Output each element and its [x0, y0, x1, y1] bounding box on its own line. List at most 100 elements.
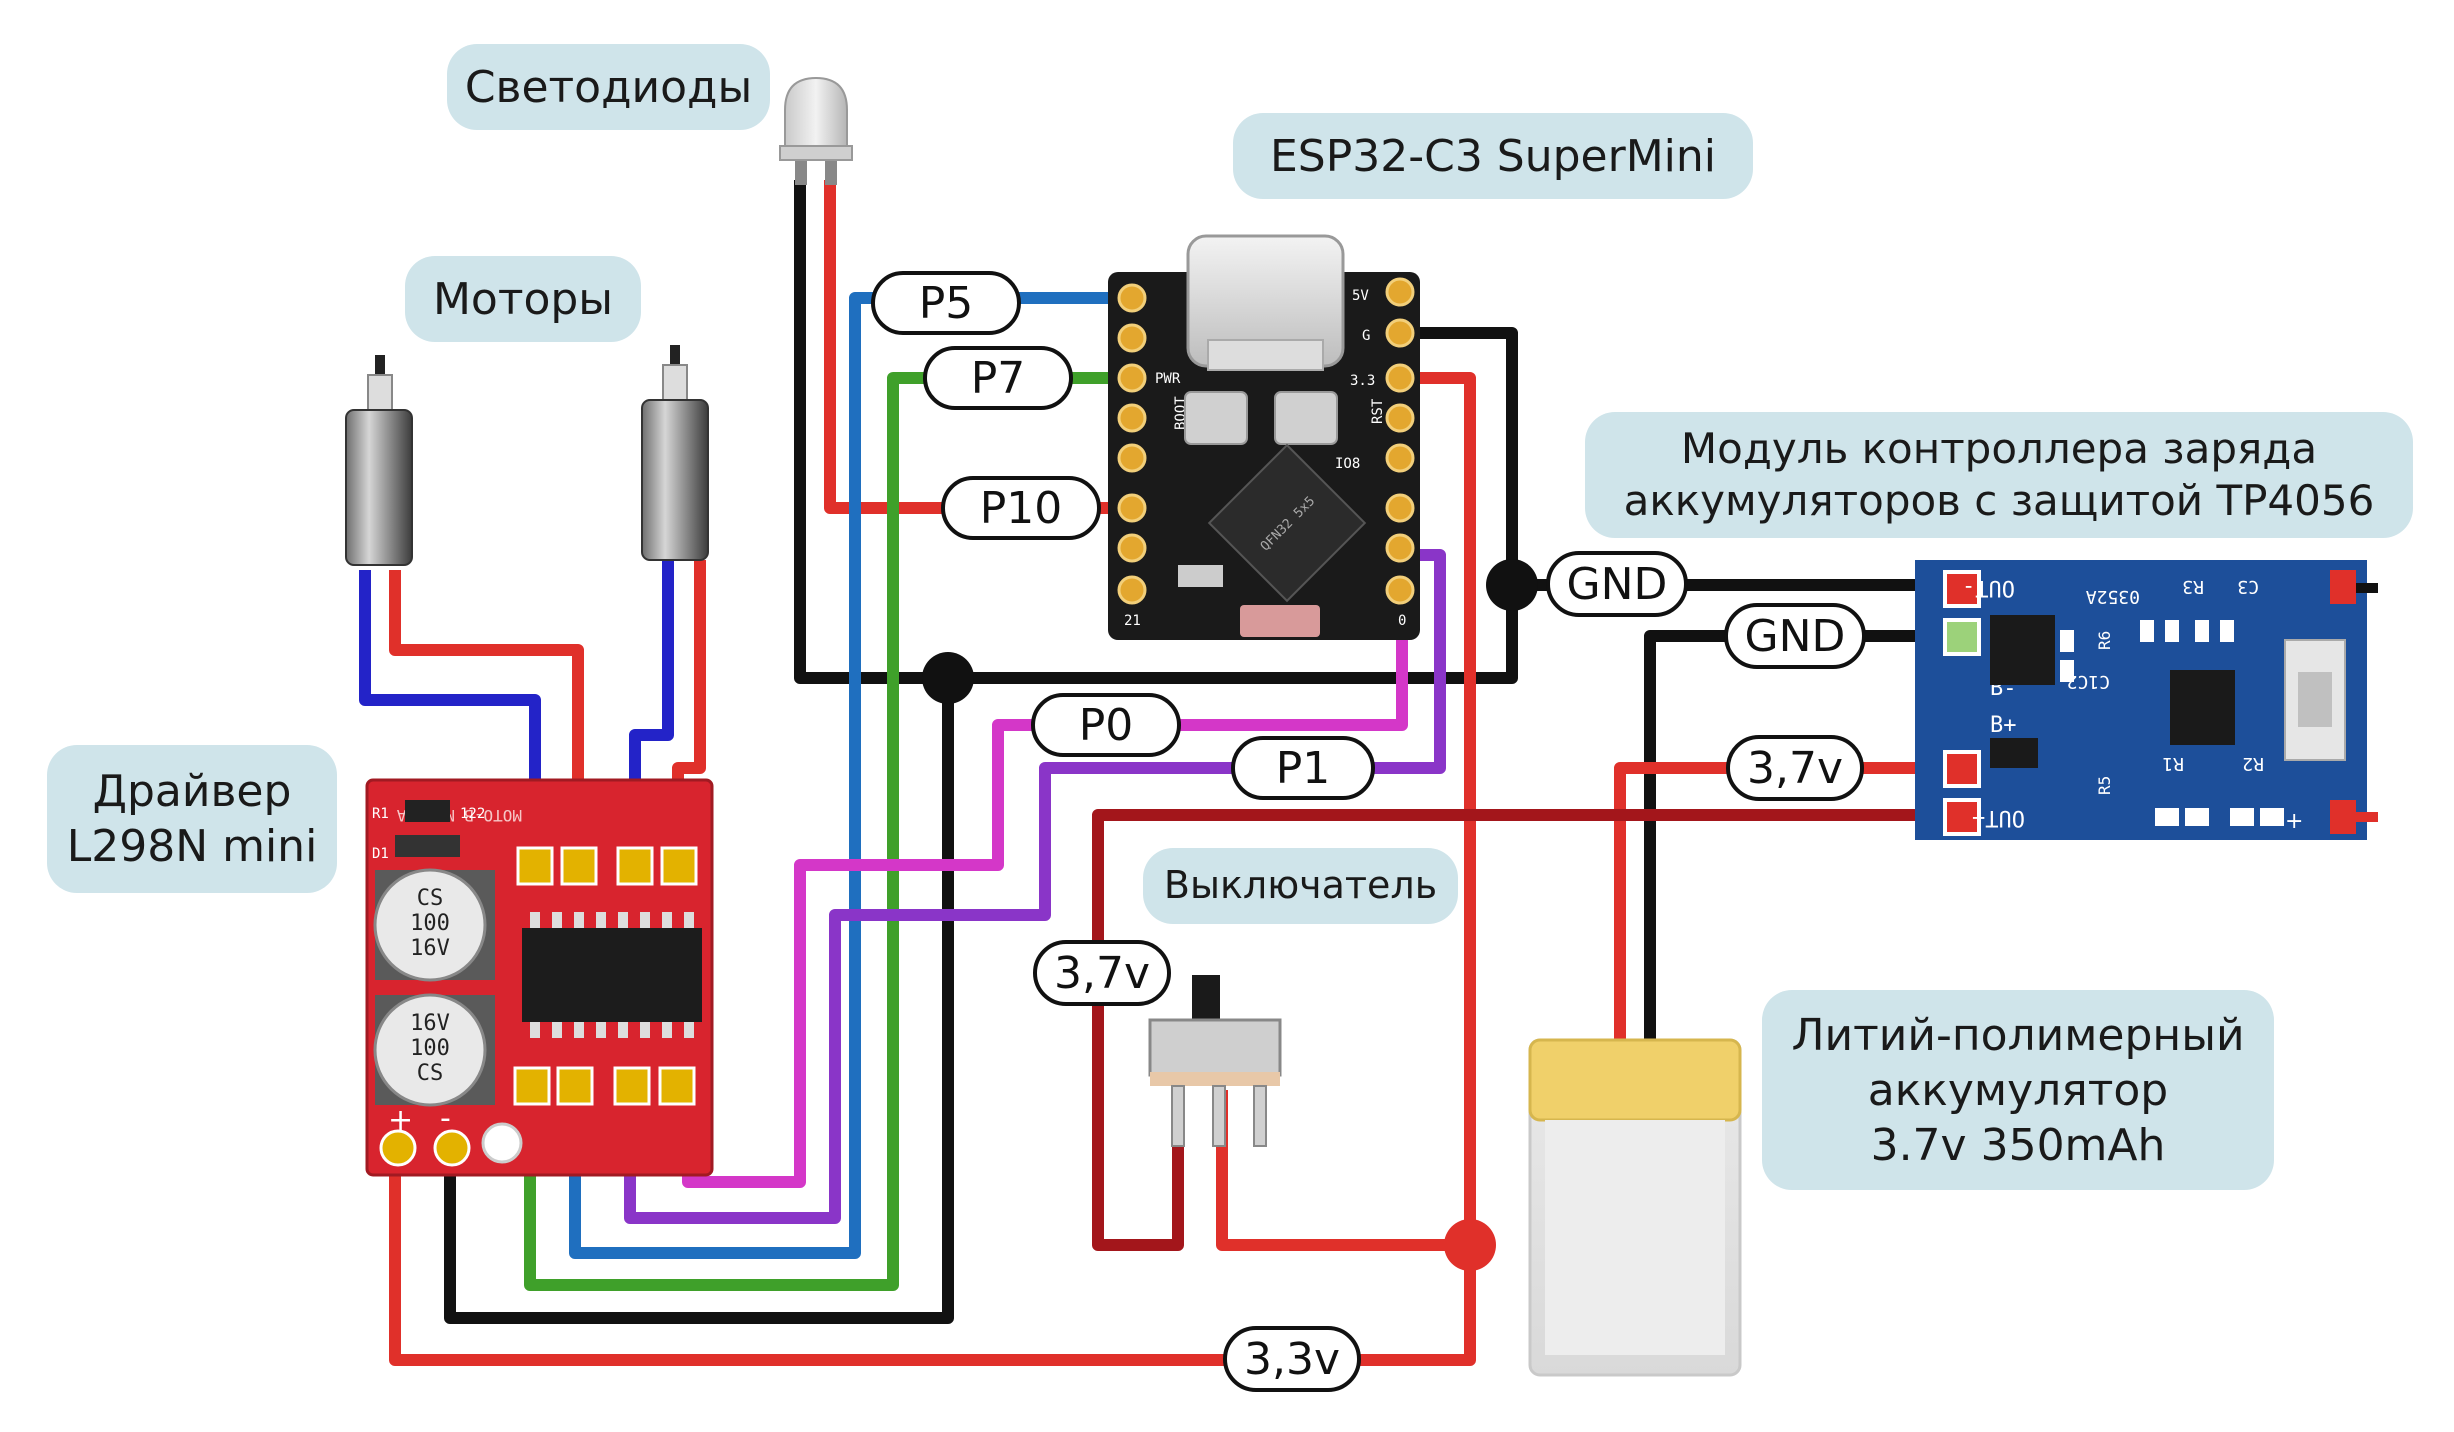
callout-battery: Литий-полимерный аккумулятор 3.7v 350mAh [1762, 990, 2274, 1190]
label-p10: P10 [941, 476, 1101, 540]
label-p1: P1 [1231, 736, 1375, 800]
label-p7-text: P7 [971, 353, 1026, 404]
wire-led-p10 [824, 180, 1130, 514]
wire-out-plus [1092, 809, 1962, 1251]
cap1-line1: CS [417, 886, 444, 911]
junction-gnd-bus [922, 652, 974, 704]
esp-chip: QFN32 5x5 [1207, 443, 1367, 603]
lipo-battery [1528, 1038, 1742, 1377]
charger-out-plus: OUT+ [1972, 805, 2025, 830]
label-p5-text: P5 [919, 278, 974, 329]
wire-esp-33 [389, 372, 1476, 1366]
label-p10-text: P10 [980, 483, 1063, 534]
label-p0: P0 [1031, 693, 1181, 757]
charger-r2: R2 [2242, 753, 2264, 774]
charger-c3: C3 [2237, 576, 2259, 597]
cap2-line3: CS [417, 1061, 444, 1086]
driver-d1: D1 [372, 846, 389, 862]
label-p0-text: P0 [1079, 700, 1134, 751]
charger-c1c2: C1C2 [2067, 671, 2110, 692]
slide-switch [1148, 975, 1282, 1147]
charger-r1: R1 [2162, 753, 2184, 774]
esp32-board: 5V G 3.3 RST PWR BOOT IO8 21 0 QFN32 5x5 [1108, 234, 1420, 640]
esp-pin-g: G [1362, 328, 1370, 344]
callout-charger-line1: Модуль контроллера заряда [1680, 423, 2318, 473]
junction-33-switch [1444, 1219, 1496, 1271]
wire-labels: P5 P7 P10 P0 P1 GND GND 3,7v [871, 271, 1866, 1392]
esp-pin-21: 21 [1124, 613, 1141, 629]
cap2-line2: 100 [410, 1036, 450, 1061]
callout-charger: Модуль контроллера заряда аккумуляторов … [1585, 412, 2413, 538]
callout-driver: Драйвер L298N mini [47, 745, 337, 893]
wire-p1 [624, 549, 1446, 1224]
callout-switch-text: Выключатель [1163, 863, 1438, 908]
charger-board: OUT- B- B+ OUT+ 0352A R3 C3 R6 C1C2 R5 R… [1915, 560, 2378, 840]
callout-motors: Моторы [405, 256, 641, 342]
label-v37-switch-text: 3,7v [1054, 948, 1150, 999]
cap2-line1: 16V [410, 1011, 450, 1036]
label-v37-charger: 3,7v [1726, 735, 1864, 801]
driver-r1: R1 [372, 806, 389, 822]
esp-pin-pwr: PWR [1155, 371, 1181, 387]
driver-ic-pins [530, 912, 694, 1038]
callout-motors-text: Моторы [432, 273, 614, 325]
esp-pin-33: 3.3 [1350, 373, 1375, 389]
esp-boot-button [1184, 391, 1248, 445]
label-gnd1-text: GND [1567, 559, 1668, 610]
label-v33: 3,3v [1223, 1326, 1361, 1392]
callout-switch: Выключатель [1143, 848, 1458, 924]
cap1-line3: 16V [410, 936, 450, 961]
charger-r5: R5 [2095, 776, 2114, 795]
led-component [779, 76, 853, 185]
wires [359, 180, 1962, 1366]
callout-battery-line2: аккумулятор [1867, 1064, 2169, 1116]
esp-pin-io8: IO8 [1335, 456, 1360, 472]
junction-gnd-esp [1486, 559, 1538, 611]
esp-pin-0: 0 [1398, 613, 1406, 629]
callout-leds-text: Светодиоды [464, 61, 753, 113]
capacitor-2 [373, 993, 487, 1107]
label-p5: P5 [871, 271, 1021, 335]
wire-motor-a-red [389, 570, 584, 880]
label-p7: P7 [923, 346, 1073, 410]
charger-r3: R3 [2182, 576, 2204, 597]
label-v37-switch: 3,7v [1033, 940, 1171, 1006]
esp-pin-5v: 5V [1352, 288, 1369, 304]
esp-pin-rst: RST [1370, 398, 1386, 424]
callout-battery-line3: 3.7v 350mAh [1870, 1119, 2166, 1171]
charger-code: 0352A [2086, 586, 2140, 607]
wire-esp-gnd [1390, 327, 1518, 684]
driver-r122: 122 [460, 806, 485, 822]
charger-plus: + [2285, 809, 2303, 834]
esp-left-pads [1117, 283, 1147, 605]
callout-battery-line1: Литий-полимерный [1791, 1009, 2245, 1061]
motor-b [641, 345, 709, 561]
charger-b-plus: B+ [1990, 713, 2017, 738]
label-v37-charger-text: 3,7v [1747, 743, 1843, 794]
wire-driver-gnd [444, 678, 954, 1324]
label-p1-text: P1 [1276, 743, 1331, 794]
callout-leds: Светодиоды [447, 44, 770, 130]
callout-charger-line2: аккумуляторов с защитой TP4056 [1623, 476, 2375, 525]
driver-ic [522, 928, 702, 1022]
label-gnd1: GND [1546, 551, 1688, 617]
driver-board: MOTO-B MOTO-A 122 R1 D1 CS 100 16V 16V 1… [365, 778, 714, 1177]
label-v33-text: 3,3v [1244, 1334, 1340, 1385]
esp-reset-button [1274, 391, 1338, 445]
label-gnd2-text: GND [1745, 611, 1846, 662]
driver-minus: - [440, 1101, 451, 1136]
charger-leads [2356, 583, 2378, 822]
cap1-line2: 100 [410, 911, 450, 936]
capacitor-1 [373, 868, 487, 982]
charger-out-minus: OUT- [1962, 575, 2015, 600]
motor-a [345, 355, 413, 566]
callout-esp: ESP32-C3 SuperMini [1233, 113, 1753, 199]
esp-right-pads [1385, 277, 1415, 605]
callout-driver-line1: Драйвер [92, 766, 292, 817]
charger-r6: R6 [2095, 631, 2114, 650]
callout-driver-line2: L298N mini [66, 821, 318, 872]
wire-led-gnd [794, 180, 1510, 684]
callout-esp-text: ESP32-C3 SuperMini [1269, 130, 1717, 182]
label-gnd2: GND [1724, 603, 1866, 669]
